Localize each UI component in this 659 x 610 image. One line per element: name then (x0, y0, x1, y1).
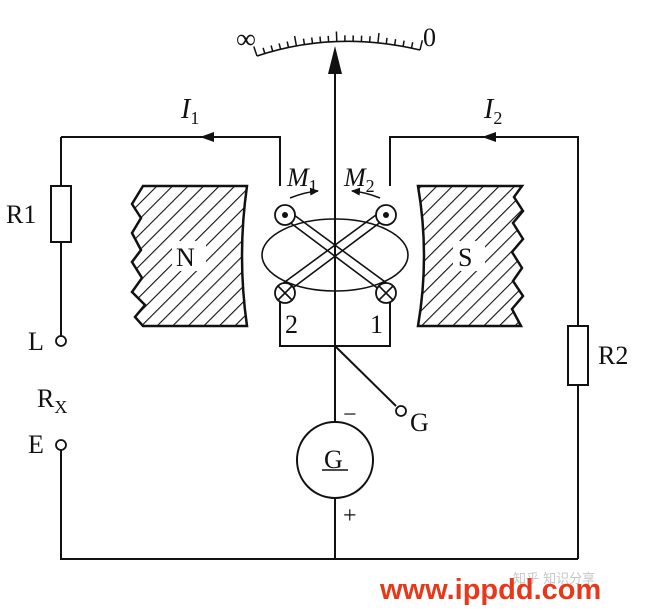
meter-scale (256, 40, 421, 57)
i2-arrow (482, 132, 496, 142)
scale-tick (385, 37, 388, 44)
scale-zero-mark: 0 (423, 23, 436, 52)
resistor-r2 (567, 325, 589, 386)
generator (296, 421, 374, 499)
scale-tick (270, 45, 274, 52)
terminal-g-label: G (410, 408, 429, 437)
scale-tick (310, 37, 314, 44)
scale-tick (368, 36, 371, 43)
watermark-text: www.ippdd.com (379, 574, 601, 606)
watermark-cn-text: 知乎 知识分享 (513, 571, 595, 587)
scale-tick (377, 32, 380, 43)
scale-tick (319, 36, 322, 43)
m2-label: M2 (343, 163, 375, 196)
i2-label: I2 (483, 94, 502, 128)
south-label: S (458, 243, 472, 272)
terminal-g (395, 405, 407, 417)
north-label: N (176, 243, 195, 272)
scale-tick (402, 40, 405, 47)
rotor-ellipse (261, 218, 409, 292)
wire-guard (334, 345, 397, 407)
generator-plus: + (343, 503, 357, 529)
wire-i1-top (61, 136, 281, 186)
terminal-e (55, 439, 67, 451)
m1-arrow (289, 187, 319, 199)
rx-label: RX (37, 384, 67, 417)
terminal-l (55, 335, 67, 347)
scale-tick (302, 38, 306, 45)
m1-label: M1 (286, 163, 318, 196)
generator-minus: − (343, 402, 357, 428)
scale-tick (286, 41, 290, 48)
generator-label: G (324, 445, 343, 474)
coil-1-label: 1 (370, 310, 383, 339)
terminal-l-label: L (28, 327, 44, 356)
scale-tick (278, 43, 282, 50)
coil-2-lines (277, 211, 387, 294)
scale-tick (419, 40, 424, 51)
scale-tick (393, 38, 397, 46)
scale-tick (253, 46, 258, 57)
pointer-arrowhead (328, 46, 342, 74)
magnet-north-label-bg (172, 241, 206, 271)
i1-label: I1 (180, 94, 199, 128)
magnet-south-label-bg (453, 241, 485, 271)
coil-2-label: 2 (285, 310, 298, 339)
wire-bottom (60, 450, 578, 560)
terminal-e-label: E (28, 430, 44, 459)
r1-label: R1 (6, 200, 36, 229)
m2-arrow (351, 187, 381, 199)
r2-label: R2 (598, 341, 628, 370)
coil-1-lines (283, 211, 393, 294)
scale-tick (293, 35, 298, 47)
scale-tick (262, 47, 266, 54)
i1-arrow (200, 132, 214, 142)
scale-tick (410, 42, 414, 49)
resistor-r1 (50, 185, 72, 243)
scale-infinity-mark: ∞ (236, 24, 256, 55)
